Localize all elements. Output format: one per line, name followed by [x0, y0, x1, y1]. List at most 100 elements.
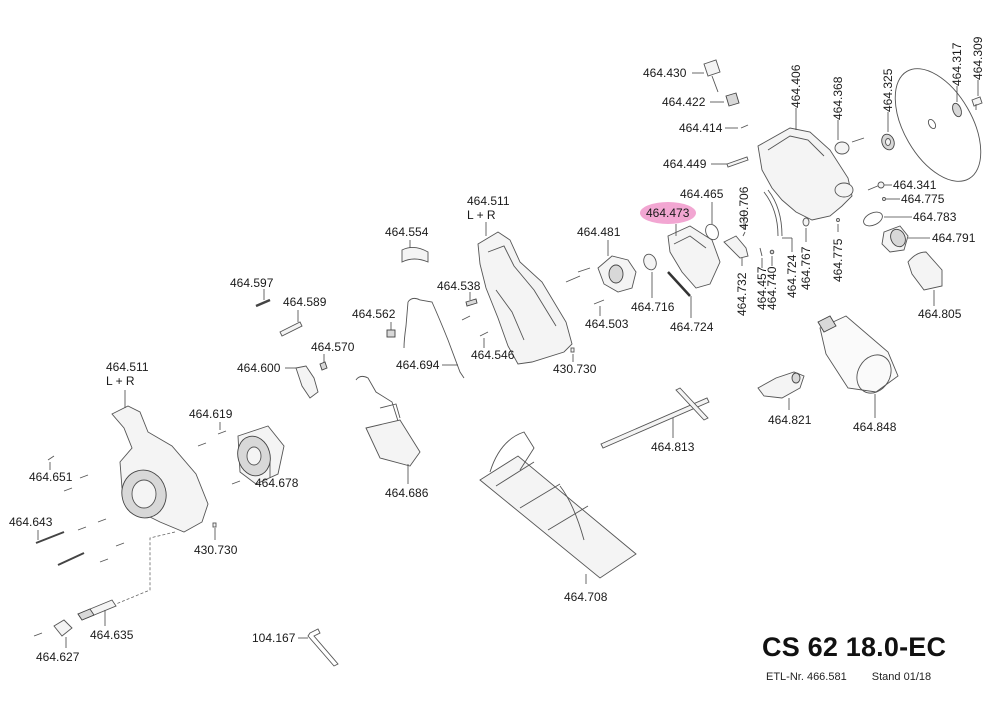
part-label: 464.597 — [230, 276, 274, 290]
part-464-341[interactable]: 464.341 — [867, 178, 937, 192]
part-464-457[interactable]: 464.457 — [755, 247, 769, 310]
part-label-suffix: L + R — [106, 374, 135, 388]
part-464-422[interactable]: 464.422 — [662, 92, 740, 109]
part-464-708[interactable]: 464.708 — [479, 431, 637, 604]
part-label: 464.473 — [646, 206, 690, 220]
part-label: 104.167 — [252, 631, 296, 645]
part-label: 464.740 — [765, 266, 779, 310]
part-label: 464.546 — [471, 348, 515, 362]
part-label: 464.481 — [577, 225, 621, 239]
part-label: 464.678 — [255, 476, 299, 490]
part-464-775-top[interactable]: 464.775 — [882, 192, 945, 206]
part-430-706[interactable]: 430.706 — [737, 186, 751, 237]
part-464-775-bottom[interactable]: 464.775 — [831, 218, 845, 283]
part-label: 464.589 — [283, 295, 327, 309]
part-464-767[interactable]: 464.767 — [799, 217, 813, 290]
part-label: 464.791 — [932, 231, 976, 245]
part-464-732[interactable]: 464.732 — [723, 235, 749, 316]
part-label: 464.694 — [396, 358, 440, 372]
saw-blade[interactable] — [878, 54, 999, 195]
part-464-503[interactable]: 464.503 — [585, 299, 629, 331]
part-label: 464.325 — [881, 68, 895, 112]
part-464-597[interactable]: 464.597 — [230, 276, 274, 308]
part-label: 464.406 — [789, 64, 803, 108]
part-464-686[interactable]: 464.686 — [355, 375, 429, 500]
part-label: 464.783 — [913, 210, 957, 224]
part-label: 464.465 — [680, 187, 724, 201]
part-464-651[interactable]: 464.651 — [29, 455, 89, 492]
part-label: 464.724 — [670, 320, 714, 334]
part-label: 464.643 — [9, 515, 53, 529]
part-464-430[interactable]: 464.430 — [643, 59, 721, 93]
part-label: 464.414 — [679, 121, 723, 135]
part-label: 464.635 — [90, 628, 134, 642]
part-label: 464.708 — [564, 590, 608, 604]
part-label: 464.716 — [631, 300, 675, 314]
part-label: 430.730 — [194, 543, 238, 557]
document-meta: ETL-Nr. 466.581 Stand 01/18 — [766, 671, 992, 683]
part-label: 464.821 — [768, 413, 812, 427]
part-label: 464.562 — [352, 307, 396, 321]
part-label: 464.570 — [311, 340, 355, 354]
part-464-546[interactable]: 464.546 — [471, 331, 515, 362]
part-464-309[interactable]: 464.309 — [971, 36, 985, 110]
part-464-694[interactable]: 464.694 — [396, 297, 465, 379]
part-464-554[interactable]: 464.554 — [385, 225, 429, 263]
part-464-562[interactable]: 464.562 — [352, 307, 396, 338]
part-label: 464.457 — [755, 266, 769, 310]
part-464-317[interactable]: 464.317 — [950, 42, 964, 118]
part-464-805[interactable]: 464.805 — [907, 251, 962, 321]
part-104-167[interactable]: 104.167 — [252, 628, 339, 667]
title-block: CS 62 18.0-EC ETL-Nr. 466.581 Stand 01/1… — [762, 632, 992, 683]
part-464-570[interactable]: 464.570 — [311, 340, 355, 371]
part-430-730-center[interactable]: 430.730 — [553, 347, 597, 376]
part-464-635[interactable]: 464.635 — [77, 599, 134, 642]
part-label: 430.706 — [737, 186, 751, 230]
part-464-783[interactable]: 464.783 — [861, 209, 957, 228]
part-464-511-right-housing[interactable]: 464.511 L + R — [467, 194, 573, 365]
part-label: 464.732 — [735, 272, 749, 316]
part-464-619[interactable]: 464.619 — [189, 407, 241, 485]
part-label: 464.724 — [785, 254, 799, 298]
part-label: 464.511 — [106, 360, 149, 374]
part-464-511-left-housing[interactable]: 464.511 L + R — [106, 360, 209, 533]
part-label: 464.775 — [901, 192, 945, 206]
part-label: 464.554 — [385, 225, 429, 239]
part-464-716[interactable]: 464.716 — [631, 252, 675, 314]
part-label: 464.430 — [643, 66, 687, 80]
part-label: 464.686 — [385, 486, 429, 500]
part-464-627[interactable]: 464.627 — [33, 619, 80, 664]
part-label: 464.368 — [831, 76, 845, 120]
part-430-730-left[interactable]: 430.730 — [194, 522, 238, 557]
part-464-813[interactable]: 464.813 — [600, 387, 710, 454]
part-464-821[interactable]: 464.821 — [757, 371, 812, 427]
part-464-406[interactable]: 464.406 — [757, 64, 854, 221]
part-464-678[interactable]: 464.678 — [233, 425, 299, 490]
part-464-465[interactable]: 464.465 — [680, 187, 724, 242]
part-label: 464.449 — [663, 157, 707, 171]
part-464-600[interactable]: 464.600 — [237, 361, 319, 399]
part-label: 464.538 — [437, 279, 481, 293]
etl-number: ETL-Nr. 466.581 — [766, 671, 847, 683]
part-464-724-top[interactable]: 464.724 — [763, 189, 799, 298]
part-464-848[interactable]: 464.848 — [817, 315, 899, 434]
part-label: 464.422 — [662, 95, 706, 109]
part-label: 464.503 — [585, 317, 629, 331]
part-464-740[interactable]: 464.740 — [765, 249, 779, 310]
part-464-643[interactable]: 464.643 — [9, 515, 125, 566]
part-464-449[interactable]: 464.449 — [663, 156, 749, 171]
part-464-589[interactable]: 464.589 — [279, 295, 327, 337]
highlight-marker — [640, 202, 696, 224]
part-464-414[interactable]: 464.414 — [679, 121, 749, 135]
part-464-325[interactable]: 464.325 — [880, 68, 897, 151]
part-label: 464.341 — [893, 178, 937, 192]
part-label: 464.600 — [237, 361, 281, 375]
part-464-724-bottom[interactable]: 464.724 — [667, 271, 714, 334]
part-464-473[interactable]: 464.473 — [640, 202, 721, 289]
part-464-791[interactable]: 464.791 — [881, 225, 976, 253]
part-464-368[interactable]: 464.368 — [831, 76, 865, 155]
part-464-538[interactable]: 464.538 — [437, 279, 481, 321]
part-464-481[interactable]: 464.481 — [565, 225, 637, 293]
stand-date: Stand 01/18 — [871, 671, 932, 683]
